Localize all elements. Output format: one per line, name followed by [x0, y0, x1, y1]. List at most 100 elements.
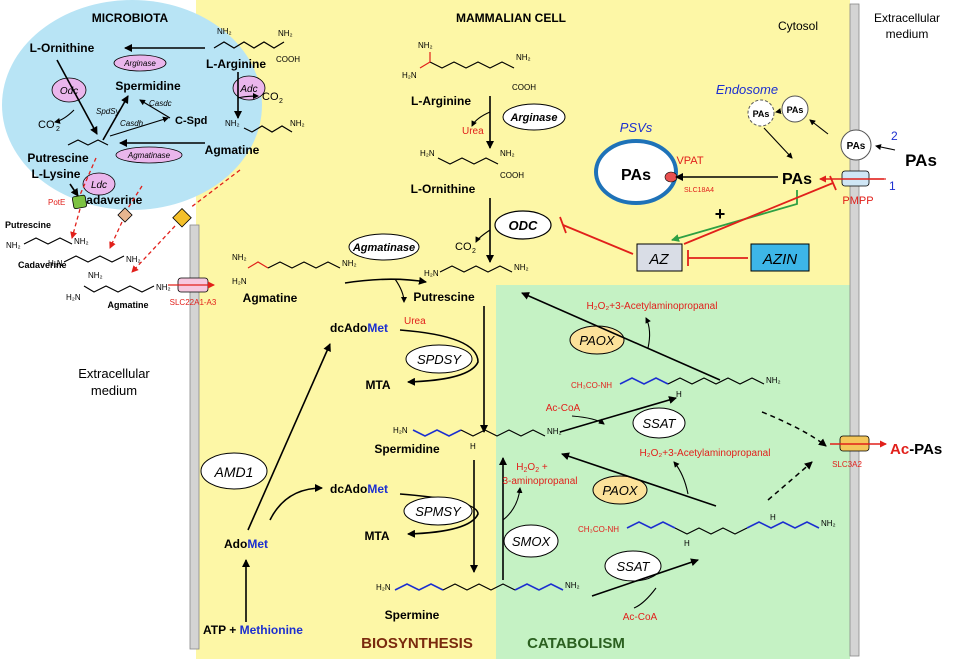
svg-text:CO: CO [455, 241, 472, 253]
endosome-solid [781, 95, 809, 123]
smox-product-1: H2O2 + [516, 462, 548, 474]
svg-text:SpdSy: SpdSy [96, 107, 121, 116]
svg-text:NH₂: NH₂ [156, 283, 171, 292]
svg-text:NH₂: NH₂ [88, 271, 103, 280]
cell-agmatine-structure: NH₂ H₂N NH₂ Agmatine [232, 253, 357, 305]
svg-text:NH₂: NH₂ [225, 119, 240, 128]
cell-l-arginine: L-Arginine [411, 94, 471, 108]
micro-spermidine: Spermidine [115, 79, 181, 93]
acetylspermine-structure: CH₃CO-NH H H NH₂ [578, 513, 836, 548]
cell-ssat-top-enzyme [632, 407, 686, 439]
pas-cytosol: PAs [782, 171, 812, 188]
micro-ldc-enzyme [82, 172, 116, 196]
svg-text:PAs: PAs [621, 167, 651, 184]
svg-text:SLC3A2: SLC3A2 [832, 460, 862, 469]
az-inhibits-odc [562, 224, 634, 255]
svg-text:NH₂: NH₂ [6, 241, 21, 250]
endosome-dashed [747, 99, 775, 127]
agmatine-transporter [172, 207, 192, 228]
extracellular-right-label-1: Extracellular [874, 11, 940, 25]
extracellular-left-label-1: Extracellular [78, 366, 150, 381]
cell-l-ornithine: L-Ornithine [411, 182, 476, 196]
azin-box [750, 243, 810, 272]
svg-text:Arginase: Arginase [509, 112, 557, 124]
svg-text:AZ: AZ [648, 251, 669, 268]
catabolism-label: CATABOLISM [527, 635, 625, 652]
svg-text:SSAT: SSAT [617, 559, 651, 574]
svg-text:H₂N: H₂N [232, 277, 247, 286]
plus-sign: + [715, 204, 726, 224]
extracellular-left-amines: Putrescine NH₂ NH₂ Cadaverine H₂N NH₂ H₂… [5, 220, 171, 310]
psvs-vesicle [594, 139, 678, 205]
svg-text:AMD1: AMD1 [214, 464, 254, 480]
pas-membrane-vesicle [840, 129, 872, 161]
cell-spdsy-enzyme [405, 344, 473, 374]
svg-text:NH₂: NH₂ [766, 376, 781, 385]
cell-dcadomet-2: dcAdoMet [330, 482, 388, 496]
svg-text:Odc: Odc [60, 86, 78, 97]
micro-putrescine: Putrescine [27, 151, 89, 165]
micro-l-lysine: L-Lysine [32, 167, 81, 181]
cell-putrescine: Putrescine [413, 290, 475, 304]
micro-c-spd: C-Spd [175, 115, 207, 127]
acoa-bottom: Ac-CoA [623, 612, 658, 623]
svg-text:CH₃CO-NH: CH₃CO-NH [578, 525, 619, 534]
svg-text:NH₂: NH₂ [516, 53, 531, 62]
micro-agmatine: Agmatine [205, 143, 260, 157]
micro-arginase-enzyme [113, 54, 167, 72]
paox-mid-product: H₂O₂+3-Acetylaminopropanal [640, 448, 771, 459]
svg-text:2: 2 [472, 248, 476, 255]
svg-text:H: H [684, 539, 690, 548]
svg-text:COOH: COOH [500, 171, 524, 180]
svg-text:NH₂: NH₂ [74, 237, 89, 246]
svg-text:H₂N: H₂N [66, 293, 81, 302]
right-membrane [849, 3, 860, 657]
micro-l-ornithine: L-Ornithine [30, 41, 95, 55]
urea-mid: Urea [404, 316, 426, 327]
cell-atp-methionine: ATP + Methionine [203, 623, 303, 637]
svg-text:H: H [470, 442, 476, 451]
microbiota-oval [2, 0, 262, 210]
cell-mta-2: MTA [364, 529, 389, 543]
endosome-label: Endosome [716, 82, 778, 97]
svg-text:Casdc: Casdc [149, 99, 172, 108]
micro-l-arginine: L-Arginine [206, 57, 266, 71]
cell-amd1-enzyme [200, 452, 268, 490]
svg-text:H₂N: H₂N [402, 71, 417, 80]
svg-text:CO: CO [262, 91, 279, 103]
mammalian-cell-title: MAMMALIAN CELL [456, 11, 566, 25]
micro-agmatinase-enzyme [115, 146, 183, 164]
smox-product-2: 3-aminopropanal [502, 476, 577, 487]
svg-text:NH₂: NH₂ [217, 27, 232, 36]
cell-agmatinase-enzyme [348, 233, 420, 261]
svg-text:NH₂: NH₂ [418, 41, 433, 50]
cell-odc-enzyme [494, 210, 552, 240]
left-membrane [189, 224, 200, 650]
cell-spermidine: Spermidine [374, 442, 440, 456]
az-box [636, 243, 683, 272]
cytosol-label: Cytosol [778, 19, 818, 33]
svg-text:CH₃CO-NH: CH₃CO-NH [571, 381, 612, 390]
svg-text:PAs: PAs [787, 105, 804, 115]
svg-text:SPMSY: SPMSY [415, 504, 462, 519]
svg-text:NH₂: NH₂ [514, 263, 529, 272]
svg-text:PAOX: PAOX [579, 333, 615, 348]
svg-text:SMOX: SMOX [512, 534, 552, 549]
svg-text:NH₂: NH₂ [500, 149, 515, 158]
svg-text:ODC: ODC [509, 218, 539, 233]
cadaverine-transporter [117, 207, 133, 223]
svg-text:PAs: PAs [847, 141, 866, 152]
uptake-route-2: 2 [891, 129, 898, 143]
svg-text:COOH: COOH [512, 83, 536, 92]
micro-odc-arrow [56, 59, 98, 135]
ext-cadaverine: Cadaverine [18, 260, 67, 270]
svg-text:NH₂: NH₂ [290, 119, 305, 128]
svg-text:AZIN: AZIN [762, 251, 797, 268]
svg-text:Agmatinase: Agmatinase [352, 242, 415, 254]
svg-text:Arginase: Arginase [123, 59, 156, 68]
svg-text:NH₂: NH₂ [126, 255, 141, 264]
svg-text:H₂N: H₂N [424, 269, 439, 278]
svg-text:SLC22A1-A3: SLC22A1-A3 [170, 298, 217, 307]
svg-text:PAOX: PAOX [602, 483, 638, 498]
